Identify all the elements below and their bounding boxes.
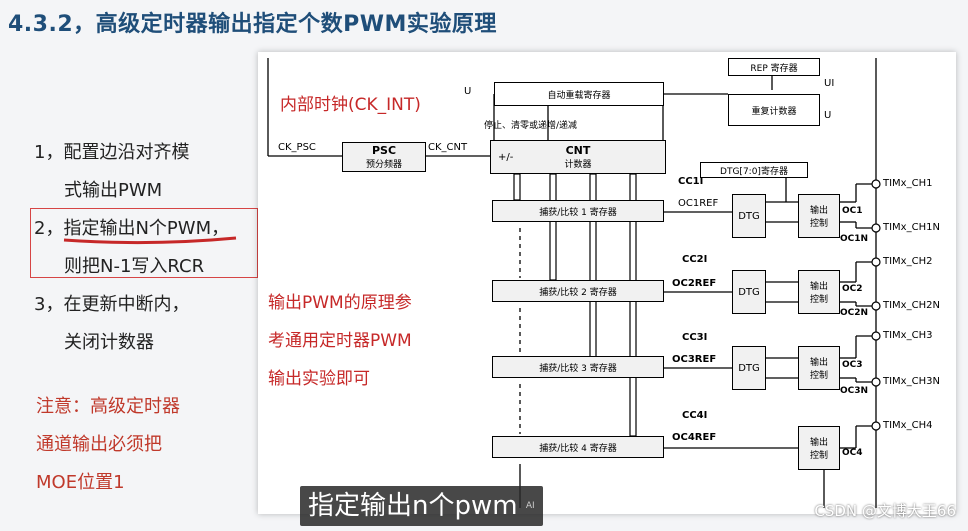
oc2n-label: OC2N xyxy=(840,308,869,318)
dtg-block-2: DTG xyxy=(732,270,766,314)
pin-ch3: TIMx_CH3 xyxy=(883,330,933,341)
explain-line3: 输出实验即可 xyxy=(268,369,370,389)
capture-compare-1: 捕获/比较 1 寄存器 xyxy=(492,200,664,222)
pin-ch2n: TIMx_CH2N xyxy=(883,300,940,311)
stop-clear-label: 停止、清零或递增/递减 xyxy=(484,121,578,131)
dtg-block-3: DTG xyxy=(732,346,766,390)
psc-name: PSC xyxy=(371,144,397,157)
oc3ref-label: OC3REF xyxy=(672,354,717,365)
step-1-line1: 1，配置边沿对齐模 xyxy=(34,142,190,163)
output-control-1: 输出 控制 xyxy=(798,194,840,238)
u-label-2: U xyxy=(824,110,832,121)
u-label: U xyxy=(464,86,472,97)
oc2ref-label: OC2REF xyxy=(672,278,717,289)
step-3-line2: 关闭计数器 xyxy=(64,332,154,353)
highlight-box xyxy=(30,208,258,278)
underline-stroke xyxy=(63,236,237,245)
explain-line2: 考通用定时器PWM xyxy=(268,331,412,351)
oc3n-label: OC3N xyxy=(840,386,869,396)
video-subtitle: 指定输出n个pwm AI xyxy=(300,486,543,526)
ck-cnt-label: CK_CNT xyxy=(428,142,468,153)
step-1-line2: 式输出PWM xyxy=(64,180,163,201)
output-control-4: 输出 控制 xyxy=(798,426,840,470)
oc2-label: OC2 xyxy=(842,284,863,294)
timer-block-diagram: 内部时钟(CK_INT) U 自动重载寄存器 REP 寄存器 重复计数器 UI … xyxy=(258,52,956,514)
cc4i-label: CC4I xyxy=(682,410,708,421)
note-line2: 通道输出必须把 xyxy=(36,434,162,455)
step-2-line2: 则把N-1写入RCR xyxy=(64,256,205,277)
capture-compare-3: 捕获/比较 3 寄存器 xyxy=(492,356,664,378)
capture-compare-2: 捕获/比较 2 寄存器 xyxy=(492,280,664,302)
dtg-register: DTG[7:0]寄存器 xyxy=(700,162,808,178)
subtitle-badge: AI xyxy=(525,501,535,511)
pin-ch3n: TIMx_CH3N xyxy=(883,376,940,387)
oc1ref-label: OC1REF xyxy=(678,198,719,209)
cnt-block: CNT 计数器 xyxy=(490,140,666,174)
note-line3: MOE位置1 xyxy=(36,472,125,493)
output-control-2: 输出 控制 xyxy=(798,270,840,314)
explain-line1: 输出PWM的原理参 xyxy=(268,293,412,313)
watermark: CSDN @文博大王66 xyxy=(814,502,956,520)
psc-block: PSC 预分频器 xyxy=(342,142,426,172)
note-line1: 注意：高级定时器 xyxy=(36,396,180,417)
cc3i-label: CC3I xyxy=(682,332,708,343)
cnt-name: CNT xyxy=(565,144,591,157)
repeat-counter: 重复计数器 xyxy=(728,94,820,126)
capture-compare-4: 捕获/比较 4 寄存器 xyxy=(492,436,664,458)
updown-label: +/- xyxy=(498,152,514,163)
cnt-sub: 计数器 xyxy=(564,160,592,170)
oc1-label: OC1 xyxy=(842,206,863,216)
pin-ch4: TIMx_CH4 xyxy=(883,420,933,431)
cc1i-label: CC1I xyxy=(678,176,704,187)
step-3-line1: 3，在更新中断内， xyxy=(34,294,190,315)
dtg-block-1: DTG xyxy=(732,194,766,238)
subtitle-text: 指定输出n个pwm xyxy=(308,491,518,521)
output-control-3: 输出 控制 xyxy=(798,346,840,390)
ui-label: UI xyxy=(824,78,835,89)
pin-ch2: TIMx_CH2 xyxy=(883,256,933,267)
oc1n-label: OC1N xyxy=(840,234,869,244)
diagram-lines xyxy=(267,58,881,508)
rep-register: REP 寄存器 xyxy=(728,58,820,76)
pin-ch1n: TIMx_CH1N xyxy=(883,222,940,233)
oc4-label: OC4 xyxy=(842,448,863,458)
oc4ref-label: OC4REF xyxy=(672,432,717,443)
internal-clock-label: 内部时钟(CK_INT) xyxy=(280,95,421,115)
pin-ch1: TIMx_CH1 xyxy=(883,178,933,189)
auto-reload-register: 自动重载寄存器 xyxy=(494,82,664,106)
psc-sub: 预分频器 xyxy=(365,160,402,170)
ck-psc-label: CK_PSC xyxy=(278,142,316,153)
cc2i-label: CC2I xyxy=(682,254,708,265)
oc3-label: OC3 xyxy=(842,360,863,370)
page-title: 4.3.2，高级定时器输出指定个数PWM实验原理 xyxy=(8,12,497,37)
step-2-line1: 2，指定输出N个PWM， xyxy=(34,218,230,239)
